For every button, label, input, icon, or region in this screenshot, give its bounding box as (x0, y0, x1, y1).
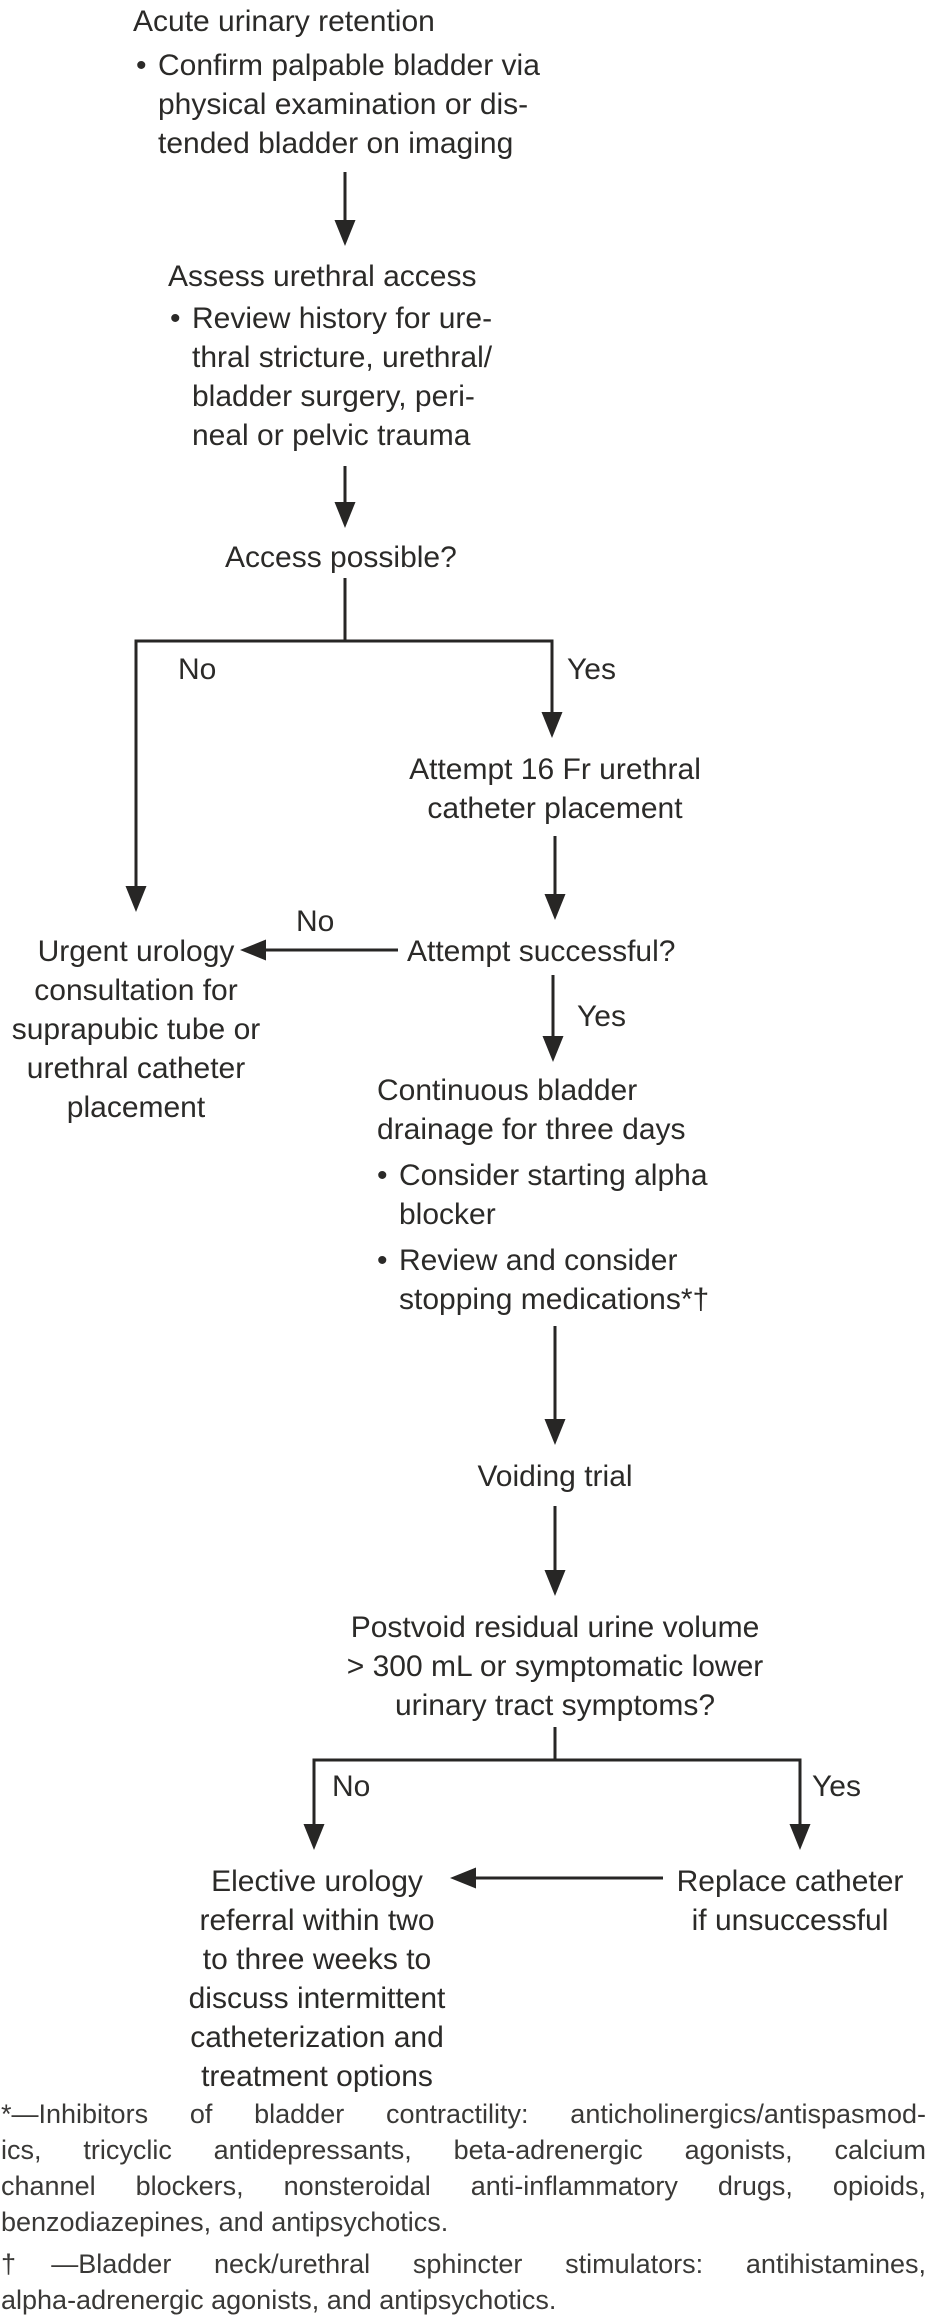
bullet-dot: • (170, 302, 181, 335)
arrow-placement-to-attempt-head (544, 894, 566, 920)
node-assess-bullets: • Review history for ure- thral strictur… (170, 299, 492, 455)
bullet-line: tended bladder on imaging (158, 127, 514, 160)
bullet-line: blocker (399, 1198, 496, 1231)
node-elective-referral-line: discuss intermittent (188, 1982, 446, 2015)
bullet-line: stopping medications*† (399, 1283, 710, 1316)
node-replace-catheter: Replace catheter if unsuccessful (677, 1862, 904, 1940)
footnote-asterisk-line: benzodiazepines, and antipsychotics. (1, 2207, 449, 2237)
bullet-item: • Consider starting alpha blocker (377, 1156, 709, 1234)
node-attempt-placement-line: catheter placement (427, 792, 683, 825)
node-acute-title: Acute urinary retention (133, 2, 435, 41)
bullet-line: Review and consider (399, 1244, 678, 1277)
bullet-item: • Review and consider stopping medicatio… (377, 1241, 709, 1319)
node-replace-catheter-line: if unsuccessful (691, 1904, 889, 1937)
bullet-text: Confirm palpable bladder via physical ex… (158, 46, 540, 163)
bullet-text: Consider starting alpha blocker (399, 1156, 708, 1234)
node-elective-referral-line: treatment options (201, 2060, 433, 2093)
arrow-attempt-no-head (240, 939, 266, 961)
bullet-item: • Review history for ure- thral strictur… (170, 299, 492, 455)
label-postvoid-no: No (332, 1770, 371, 1803)
node-urgent-urology-line: placement (66, 1091, 206, 1124)
arrow-postvoid-no-head (303, 1824, 325, 1850)
arrow-postvoid-yes-head (789, 1824, 811, 1850)
node-elective-referral-line: catheterization and (190, 2021, 444, 2054)
node-acute-title-text: Acute urinary retention (133, 5, 435, 38)
bullet-line: Consider starting alpha (399, 1159, 708, 1192)
footnote-asterisk-line: channel blockers, nonsteroidal anti-infl… (1, 2171, 926, 2201)
label-attempt-yes: Yes (577, 1000, 626, 1033)
arrow-acute-to-assess-head (334, 220, 356, 246)
node-continuous-drainage-bullets: • Consider starting alpha blocker • Revi… (377, 1156, 709, 1319)
node-postvoid-question: Postvoid residual urine volume > 300 mL … (347, 1608, 764, 1725)
arrow-voiding-to-postvoid-head (544, 1570, 566, 1596)
node-continuous-drainage-line: drainage for three days (377, 1113, 686, 1146)
node-elective-referral: Elective urology referral within two to … (189, 1862, 446, 2096)
footnote-dagger-line: †—Bladder neck/urethral sphincter stimul… (1, 2249, 926, 2279)
footnote-asterisk-line: *—Inhibitors of bladder contractility: a… (1, 2099, 926, 2129)
node-replace-catheter-line: Replace catheter (676, 1865, 904, 1898)
node-elective-referral-line: referral within two (199, 1904, 435, 1937)
node-assess-title-text: Assess urethral access (168, 260, 477, 293)
node-urgent-urology-line: suprapubic tube or (11, 1013, 261, 1046)
bullet-line: physical examination or dis- (158, 88, 529, 121)
node-attempt-placement-line: Attempt 16 Fr urethral (409, 753, 701, 786)
node-access-question: Access possible? (225, 538, 457, 577)
arrow-access-yes-head (541, 712, 563, 738)
node-access-question-text: Access possible? (225, 541, 457, 574)
bullet-line: Confirm palpable bladder via (158, 49, 540, 82)
label-access-yes: Yes (567, 653, 616, 686)
node-postvoid-question-line: urinary tract symptoms? (394, 1689, 716, 1722)
node-urgent-urology: Urgent urology consultation for suprapub… (12, 932, 261, 1127)
node-continuous-drainage-line: Continuous bladder (377, 1074, 638, 1107)
node-attempt-question-text: Attempt successful? (407, 935, 676, 968)
bullet-item: • Confirm palpable bladder via physical … (136, 46, 540, 163)
arrow-assess-to-access-head (334, 502, 356, 528)
node-attempt-placement: Attempt 16 Fr urethral catheter placemen… (409, 750, 701, 828)
node-postvoid-question-line: > 300 mL or symptomatic lower (346, 1650, 764, 1683)
label-access-no: No (178, 653, 217, 686)
node-voiding-trial: Voiding trial (477, 1457, 632, 1496)
bullet-dot: • (377, 1159, 388, 1192)
footnote-dagger-line: alpha-adrenergic agonists, and antipsych… (1, 2285, 557, 2315)
bullet-text: Review history for ure- thral stricture,… (192, 299, 492, 455)
bullet-line: Review history for ure- (192, 302, 493, 335)
node-voiding-trial-text: Voiding trial (477, 1460, 633, 1493)
bullet-dot: • (136, 49, 147, 82)
arrow-replace-to-elective-head (450, 1867, 476, 1889)
bullet-line: thral stricture, urethral/ (192, 341, 493, 374)
arrow-access-no-head (125, 886, 147, 912)
bullet-line: neal or pelvic trauma (192, 419, 471, 452)
label-postvoid-yes: Yes (812, 1770, 861, 1803)
node-acute-bullets: • Confirm palpable bladder via physical … (136, 46, 540, 163)
arrow-attempt-yes-head (542, 1036, 564, 1062)
node-urgent-urology-line: Urgent urology (37, 935, 235, 968)
label-attempt-no: No (296, 905, 335, 938)
node-continuous-drainage: Continuous bladder drainage for three da… (377, 1071, 686, 1149)
bullet-line: bladder surgery, peri- (192, 380, 475, 413)
footnotes: *—Inhibitors of bladder contractility: a… (1, 2096, 926, 2318)
bullet-text: Review and consider stopping medications… (399, 1241, 709, 1319)
bullet-dot: • (377, 1244, 388, 1277)
arrow-drainage-to-voiding-head (544, 1419, 566, 1445)
node-elective-referral-line: to three weeks to (202, 1943, 432, 1976)
node-postvoid-question-line: Postvoid residual urine volume (350, 1611, 760, 1644)
footnote-asterisk-line: ics, tricyclic antidepressants, beta-adr… (1, 2135, 926, 2165)
node-elective-referral-line: Elective urology (211, 1865, 423, 1898)
node-assess-title: Assess urethral access (168, 257, 476, 296)
node-attempt-question: Attempt successful? (407, 932, 675, 971)
node-urgent-urology-line: consultation for (34, 974, 238, 1007)
node-urgent-urology-line: urethral catheter (26, 1052, 246, 1085)
